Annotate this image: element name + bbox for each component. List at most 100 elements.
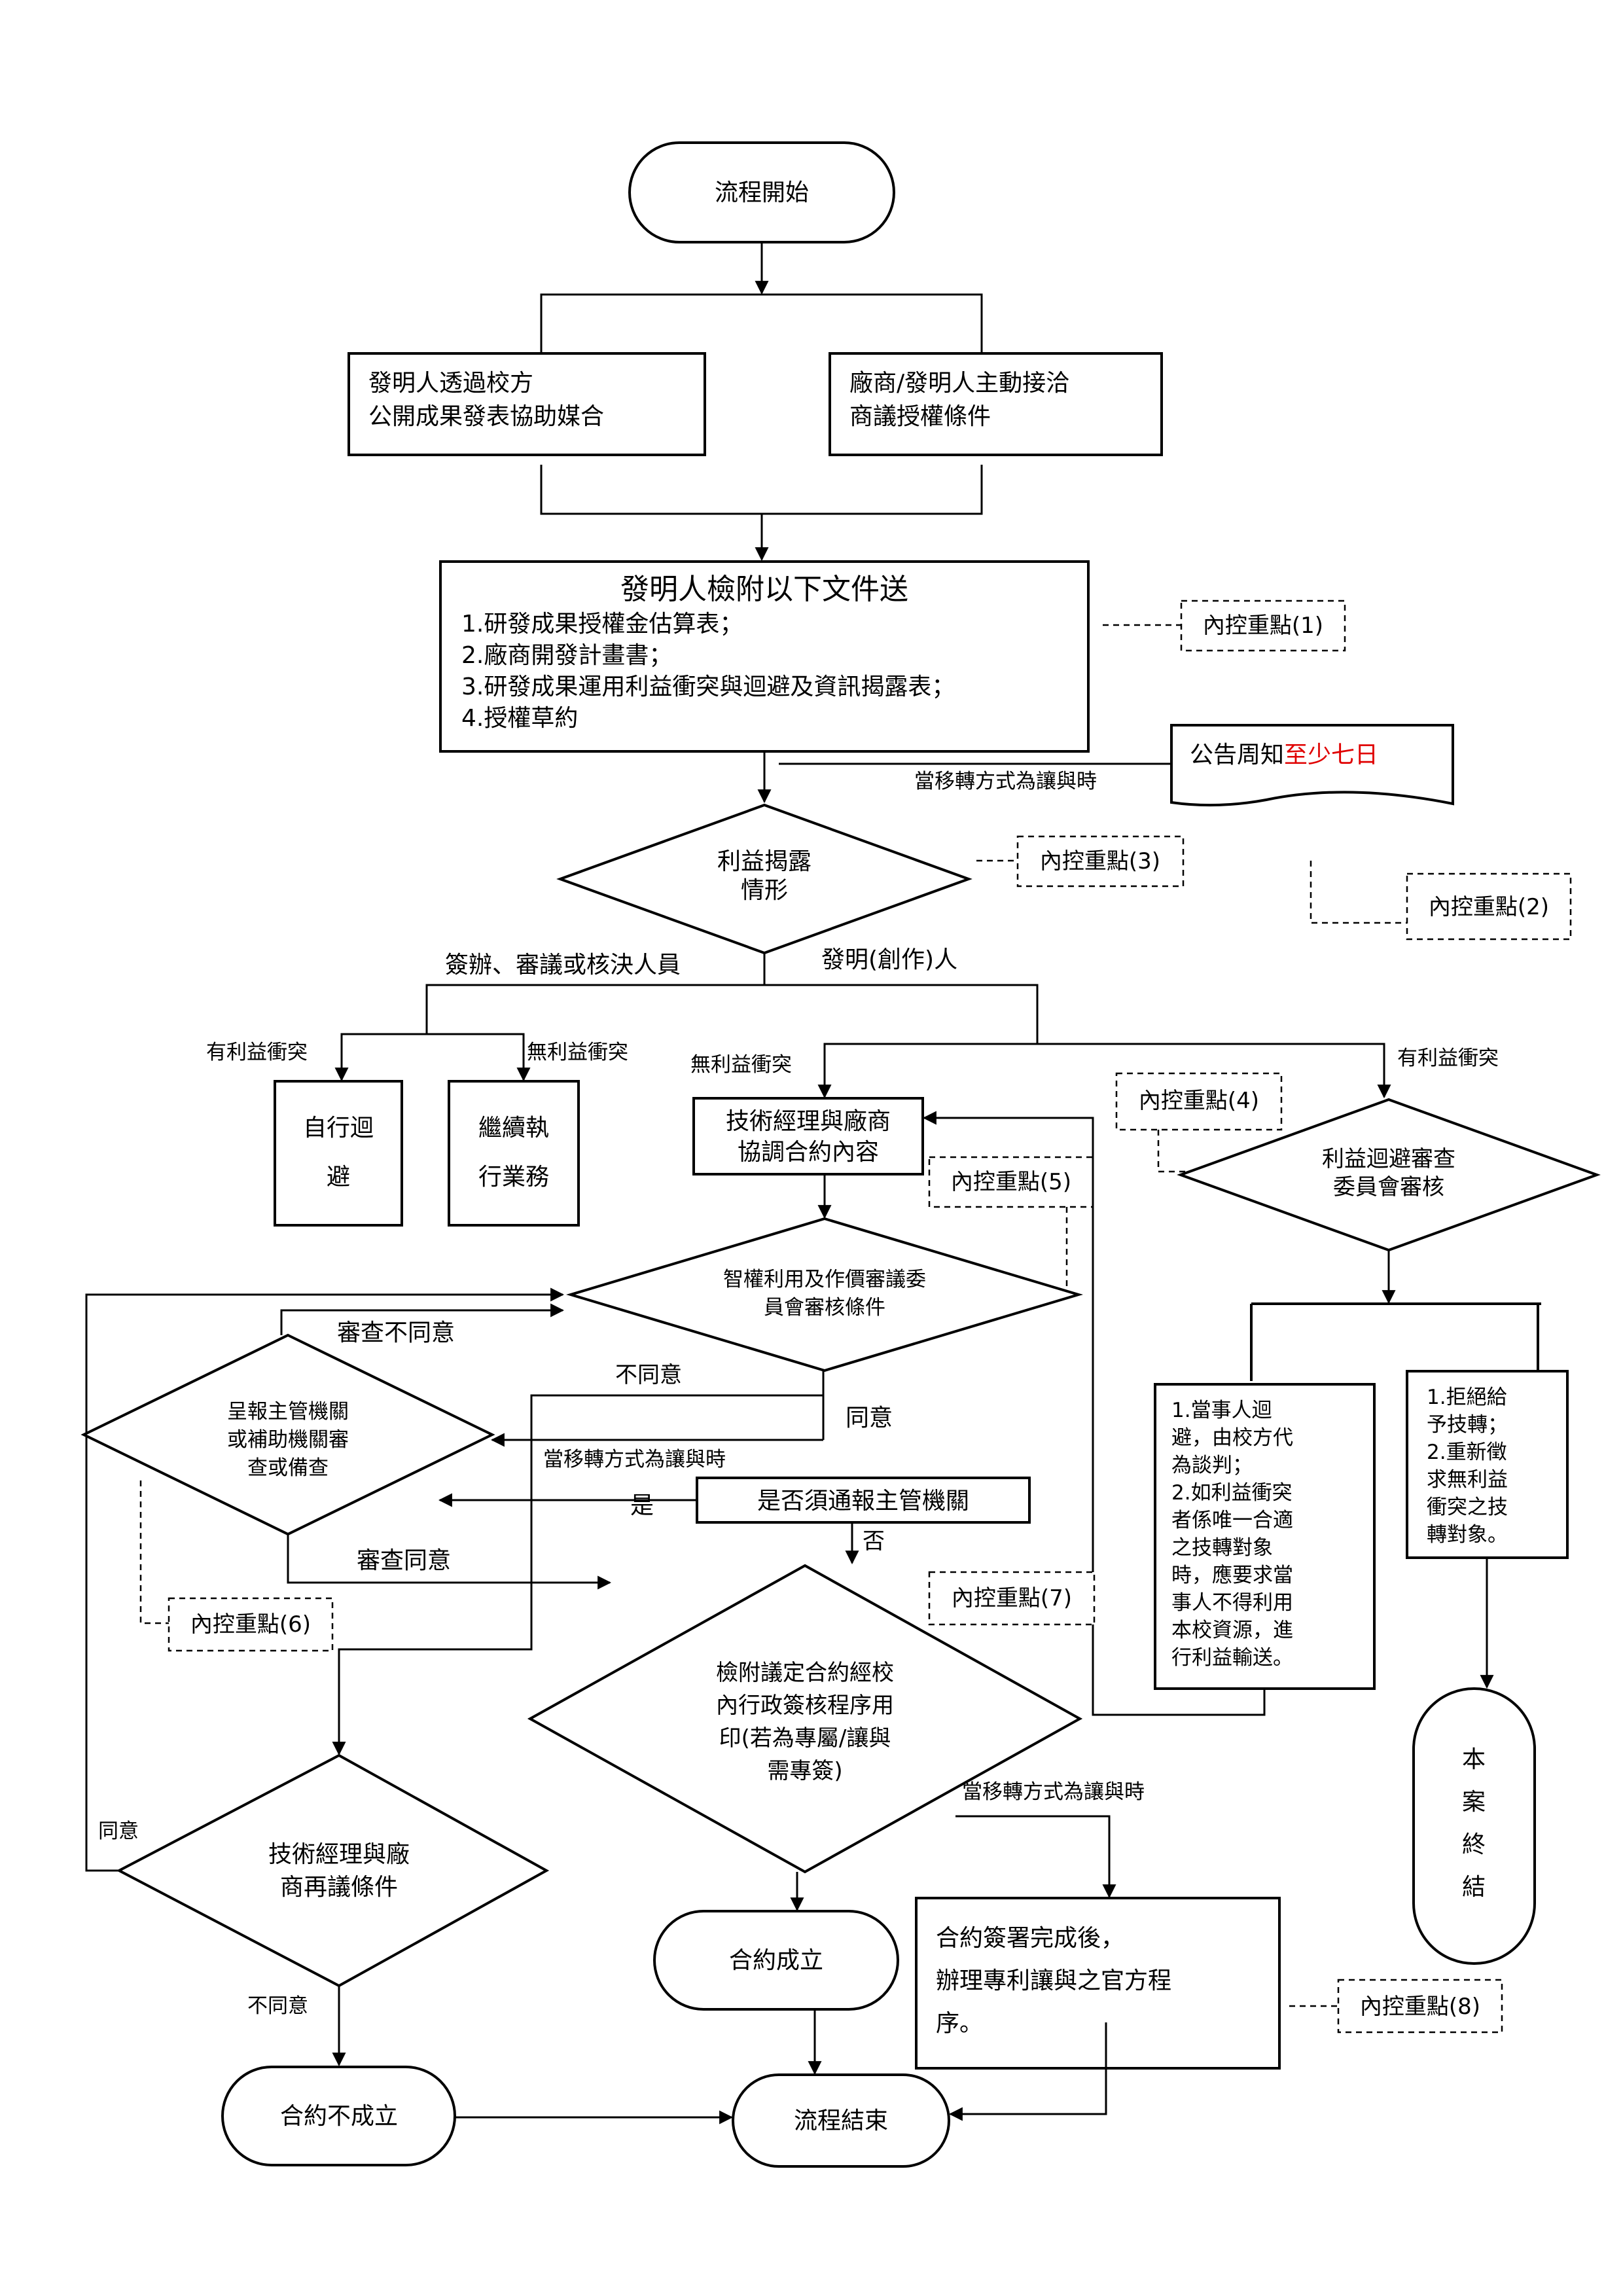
- transfer-condition-1: 當移轉方式為讓與時: [914, 770, 1097, 793]
- control-point-6: [168, 1597, 334, 1652]
- continue-work-line2: 行業務: [478, 1164, 549, 1191]
- ip-committee-line2: 員會審核條件: [764, 1296, 885, 1319]
- end-label: 流程結束: [794, 2108, 888, 2134]
- continue-work-box: [448, 1080, 580, 1227]
- resolution-b-line: 轉對象。: [1427, 1523, 1508, 1547]
- review-agree-connector: [287, 1534, 612, 1590]
- resolution-b-line: 1.拒絕給: [1427, 1386, 1507, 1409]
- control-point-2-label: 內控重點(2): [1429, 894, 1549, 920]
- review-agree-label: 審查同意: [357, 1547, 451, 1574]
- self-avoid-line1: 自行迴: [303, 1115, 374, 1141]
- report-authority-line1: 呈報主管機關: [227, 1400, 349, 1424]
- merge-connector: [540, 465, 983, 515]
- inventor-split: [823, 1043, 1385, 1096]
- loop-back-connector: [922, 1111, 1266, 1716]
- transfer-condition-3: 當移轉方式為讓與時: [962, 1780, 1145, 1804]
- contract-ok-label: 合約成立: [729, 1947, 823, 1974]
- stamp-line1: 檢附議定合約經校: [716, 1660, 894, 1686]
- control-point-3-label: 內控重點(3): [1040, 848, 1160, 874]
- notice-document: [1170, 724, 1454, 807]
- control-point-7: [928, 1571, 1096, 1626]
- case-closed-char: 案: [1462, 1789, 1486, 1816]
- control-point-8: [1337, 1979, 1503, 2034]
- review-disagree-label: 審查不同意: [337, 1319, 455, 1346]
- after-sign-line2: 辦理專利讓與之官方程: [936, 1967, 1171, 1994]
- report-authority-line2: 或補助機關審: [227, 1428, 349, 1452]
- resolution-a-line: 事人不得利用: [1171, 1591, 1293, 1615]
- documents-box: [439, 560, 1090, 753]
- approver-has-conflict: 有利益衝突: [206, 1041, 308, 1064]
- contract-fail-terminal: [221, 2066, 456, 2166]
- control-point-4: [1115, 1072, 1283, 1131]
- renegotiate-agree-label: 同意: [98, 1820, 139, 1843]
- notify-question-label: 是否須通報主管機關: [757, 1488, 969, 1515]
- control-link: [1157, 1130, 1188, 1173]
- agree-label: 同意: [846, 1405, 893, 1431]
- approver-no-conflict: 無利益衝突: [527, 1041, 628, 1064]
- resolution-b-line: 衝突之技: [1427, 1496, 1508, 1519]
- control-point-6-label: 內控重點(6): [190, 1611, 311, 1638]
- case-closed-char: 結: [1462, 1874, 1486, 1901]
- control-point-8-label: 內控重點(8): [1360, 1994, 1480, 2020]
- disclosure-line1: 利益揭露: [717, 848, 812, 875]
- branch-connector: [425, 984, 1039, 1011]
- notify-question-box: [696, 1477, 1031, 1524]
- control-point-1: [1180, 600, 1346, 652]
- no-label: 否: [863, 1528, 885, 1554]
- document-item: 2.廠商開發計畫書；: [461, 642, 672, 669]
- control-point-2: [1406, 872, 1572, 941]
- path-a-line1: 發明人透過校方: [368, 370, 533, 397]
- stamp-decision: [527, 1564, 1083, 1874]
- path-b-line2: 商議授權條件: [849, 403, 991, 430]
- renegotiate-line2: 商再議條件: [280, 1874, 398, 1901]
- branch-left-label: 簽辦、審議或核決人員: [445, 952, 681, 978]
- stamp-line4: 需專簽): [767, 1758, 842, 1784]
- after-sign-box: [915, 1897, 1281, 2070]
- resolution-a-line: 者係唯一合適: [1171, 1509, 1293, 1532]
- resolution-b-line: 求無利益: [1427, 1468, 1508, 1492]
- transfer-connector: [955, 1815, 1116, 1899]
- self-avoid-line2: 避: [327, 1164, 350, 1191]
- start-label: 流程開始: [715, 179, 809, 206]
- disagree-connector: [332, 1371, 825, 1756]
- self-avoid-box: [274, 1080, 403, 1227]
- after-sign-line1: 合約簽署完成後，: [936, 1925, 1124, 1952]
- disclosure-line2: 情形: [741, 877, 788, 904]
- resolution-a-line: 為談判；: [1171, 1454, 1253, 1477]
- inventor-no-conflict: 無利益衝突: [690, 1053, 792, 1077]
- resolution-a-line: 行利益輸送。: [1171, 1646, 1293, 1670]
- inventor-has-conflict: 有利益衝突: [1397, 1047, 1499, 1070]
- control-point-1-label: 內控重點(1): [1203, 613, 1323, 639]
- resolution-b-line: 2.重新徵: [1427, 1441, 1507, 1464]
- review-disagree-connector: [280, 1303, 565, 1335]
- control-point-7-label: 內控重點(7): [952, 1585, 1072, 1611]
- ip-committee-decision: [566, 1217, 1083, 1372]
- agree-loop-connector: [85, 1287, 565, 1872]
- resolution-b-line: 予技轉；: [1427, 1413, 1508, 1437]
- coordinate-line1: 技術經理與廠商: [726, 1108, 891, 1135]
- document-item: 1.研發成果授權金估算表；: [461, 611, 743, 637]
- avoidance-committee-line1: 利益迴避審查: [1322, 1146, 1455, 1172]
- after-sign-line3: 序。: [936, 2010, 983, 2037]
- control-point-5-label: 內控重點(5): [951, 1169, 1071, 1195]
- continue-work-line1: 繼續執: [478, 1115, 549, 1141]
- path-a-box: [348, 352, 706, 456]
- yes-label: 是: [630, 1492, 654, 1519]
- branch-right-label: 發明(創作)人: [821, 946, 957, 973]
- control-point-5: [928, 1156, 1094, 1208]
- resolution-a-line: 1.當事人迴: [1171, 1399, 1272, 1422]
- resolution-a-line: 時，應要求當: [1171, 1564, 1293, 1587]
- resolution-a-line: 之技轉對象: [1171, 1536, 1273, 1560]
- path-b-box: [829, 352, 1163, 456]
- resolution-a-line: 2.如利益衝突: [1171, 1481, 1293, 1505]
- document-item: 4.授權草約: [461, 705, 578, 732]
- control-point-3: [1016, 835, 1185, 888]
- transfer-condition-2: 當移轉方式為讓與時: [543, 1448, 726, 1471]
- resolution-a-line: 本校資源，進: [1171, 1619, 1293, 1642]
- case-closed-char: 終: [1462, 1831, 1486, 1858]
- approver-split: [340, 1033, 525, 1059]
- case-closed-terminal: [1412, 1687, 1536, 1965]
- coordinate-line2: 協調合約內容: [738, 1139, 879, 1166]
- renegotiate-decision: [116, 1753, 550, 1988]
